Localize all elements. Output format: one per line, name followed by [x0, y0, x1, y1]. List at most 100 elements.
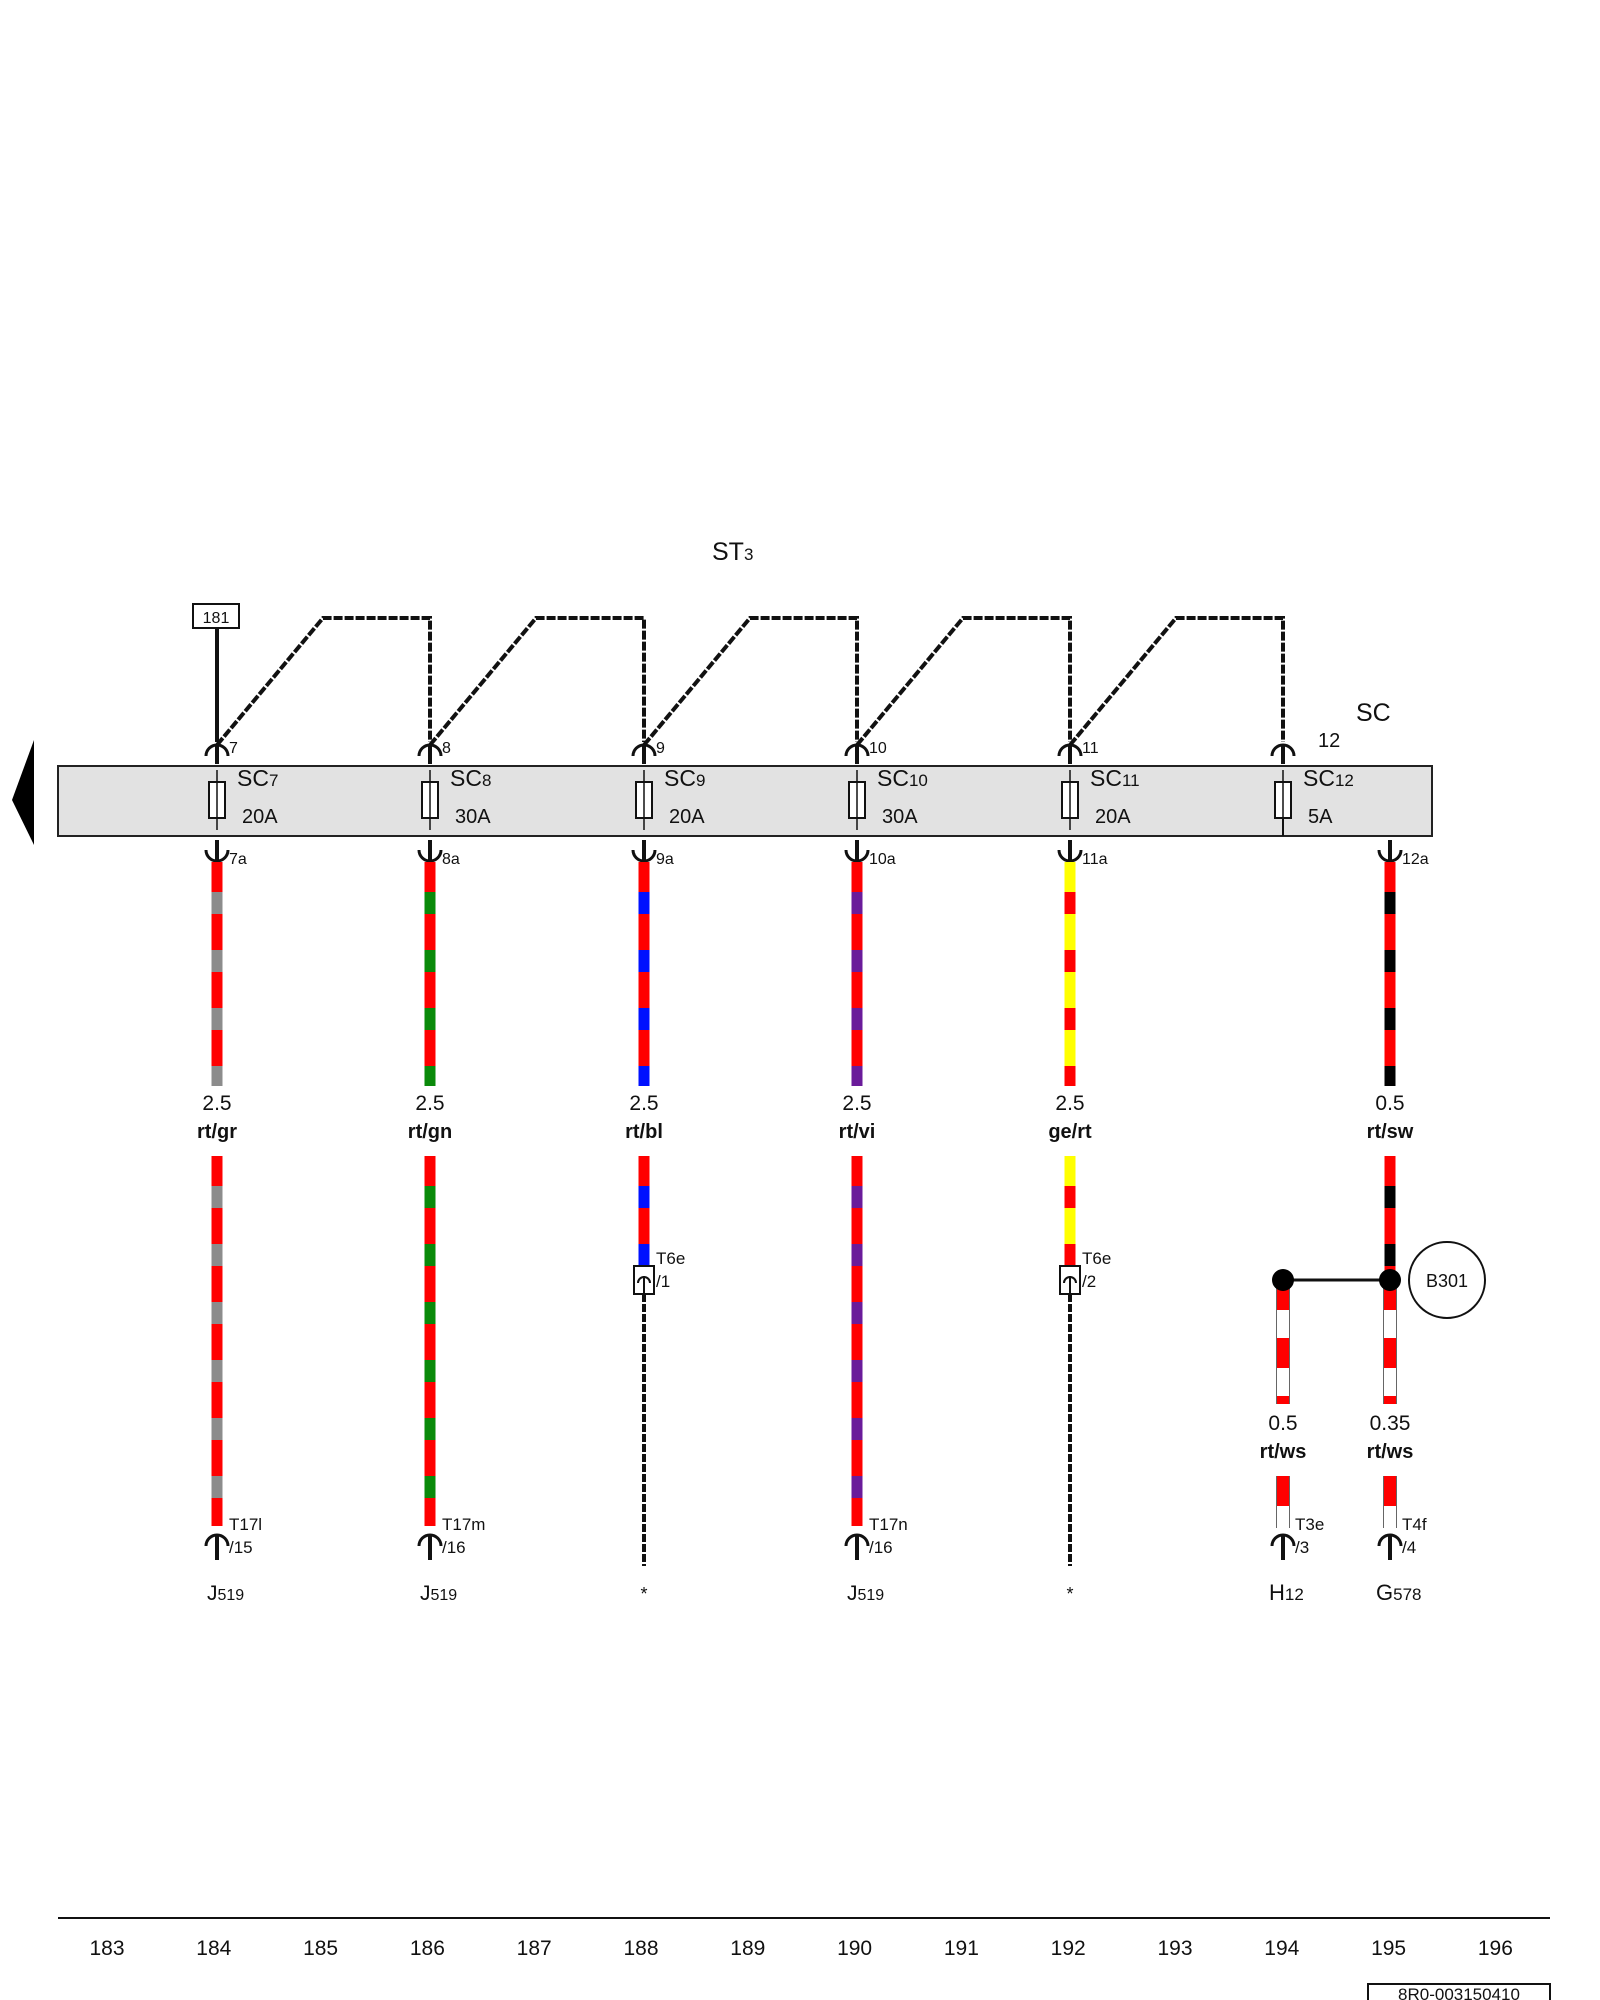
bus-bridge-3	[642, 616, 859, 747]
fuse-8-amperage: 30A	[455, 806, 491, 828]
ruler-mark-196: 196	[1478, 1937, 1513, 1960]
wire-w4-size: 2.5	[842, 1092, 871, 1115]
wire-w5-color-code: ge/rt	[1048, 1121, 1092, 1143]
branch-right-connector-pin: /4	[1402, 1538, 1416, 1557]
fuse-9-label: SC9	[664, 765, 705, 791]
wire-w4-component: J519	[847, 1582, 884, 1605]
wire-w2-connector-pin: /16	[442, 1538, 466, 1557]
splice-b301[interactable]: B301	[1408, 1241, 1486, 1319]
branch-right-terminal[interactable]	[1377, 1533, 1403, 1560]
fuse-9-amperage: 20A	[669, 806, 705, 828]
fuse-11-top-pin[interactable]	[1057, 743, 1083, 764]
ruler-mark-185: 185	[303, 1937, 338, 1960]
wire-w3-inline-connector[interactable]	[633, 1265, 655, 1295]
fuse-layer: 7SC720A8SC830A9SC920A10SC1030A11SC1120AS…	[204, 740, 1354, 836]
fuse-9-top-pin[interactable]	[631, 743, 657, 764]
fuse-8-bottom-pin[interactable]	[417, 840, 443, 863]
sc-number: 12	[1318, 730, 1340, 752]
fuse-11-bottom-pin[interactable]	[1057, 840, 1083, 863]
ruler-mark-183: 183	[89, 1937, 124, 1960]
ruler-mark-186: 186	[410, 1937, 445, 1960]
wire-w3-connector: T6e	[656, 1249, 685, 1268]
ruler-mark-193: 193	[1157, 1937, 1192, 1960]
ruler-mark-187: 187	[517, 1937, 552, 1960]
branch-left-terminal[interactable]	[1270, 1533, 1296, 1560]
fuse-8-bottom-pin-label: 8a	[442, 851, 460, 868]
branch-right-color-code: rt/ws	[1367, 1441, 1414, 1463]
wire-w6-color-code: rt/sw	[1367, 1121, 1414, 1143]
svg-text:181: 181	[203, 610, 230, 627]
svg-text:8R0-003150410: 8R0-003150410	[1398, 1985, 1520, 2000]
branch-left-size: 0.5	[1268, 1412, 1297, 1435]
bus-bridge-2	[428, 616, 646, 747]
fuse-12-bottom-pin[interactable]	[1377, 840, 1403, 863]
ruler-mark-191: 191	[944, 1937, 979, 1960]
wire-w1-size: 2.5	[202, 1092, 231, 1115]
branch-right-component: G578	[1376, 1580, 1422, 1605]
fuse-11-top-pin-label: 11	[1082, 740, 1099, 757]
fuse-12-label: SC12	[1303, 765, 1354, 791]
fuse-7-bottom-pin-label: 7a	[229, 851, 247, 868]
fuse-9-bottom-pin[interactable]	[631, 840, 657, 863]
wire-w1-component: J519	[207, 1582, 244, 1605]
wire-w4-connector: T17n	[869, 1515, 908, 1534]
branch-right-lower[interactable]	[1383, 1476, 1397, 1528]
strip-label: ST3	[712, 538, 753, 566]
document-id: 8R0-003150410	[1367, 1983, 1551, 2000]
wire-w5-connector: T6e	[1082, 1249, 1111, 1268]
fuse-8-label: SC8	[450, 765, 491, 791]
bus-bridge-1	[215, 616, 432, 747]
fuse-8-top-pin-label: 8	[442, 740, 451, 757]
fuse-10-top-pin[interactable]	[844, 743, 870, 764]
splice-b301-label: B301	[1426, 1271, 1468, 1291]
fuse-12-amperage: 5A	[1308, 806, 1333, 828]
fuse-7-amperage: 20A	[242, 806, 278, 828]
wire-w5-connector-pin: /2	[1082, 1272, 1096, 1291]
ruler-mark-188: 188	[623, 1937, 658, 1960]
branch-right-size: 0.35	[1370, 1412, 1411, 1435]
wire-w3-size: 2.5	[629, 1092, 658, 1115]
ruler-mark-194: 194	[1264, 1937, 1299, 1960]
wire-w5-size: 2.5	[1055, 1092, 1084, 1115]
fuse-11-label: SC11	[1090, 765, 1140, 791]
branch-left-upper[interactable]	[1276, 1280, 1290, 1404]
wire-w1-connector-pin: /15	[229, 1538, 253, 1557]
wire-w2-color-code: rt/gn	[408, 1121, 452, 1143]
branch-right-upper[interactable]	[1383, 1280, 1397, 1404]
branch-left-lower[interactable]	[1276, 1476, 1290, 1528]
fuse-strip	[57, 765, 1433, 837]
fuse-12-top-pin[interactable]	[1270, 743, 1296, 764]
wire-w2-terminal[interactable]	[417, 1533, 443, 1560]
fuse-7-top-pin[interactable]	[204, 743, 230, 764]
splice-node-left[interactable]	[1272, 1269, 1294, 1291]
fuse-10-amperage: 30A	[882, 806, 918, 828]
wire-w5-component: *	[1066, 1584, 1073, 1604]
fuse-9-top-pin-label: 9	[656, 740, 665, 757]
fuse-8-top-pin[interactable]	[417, 743, 443, 764]
wire-w3-component: *	[640, 1584, 647, 1604]
wire-w2-connector: T17m	[442, 1515, 485, 1534]
sc-label: SC	[1356, 699, 1391, 727]
wire-w5-inline-connector[interactable]	[1059, 1265, 1081, 1295]
ruler-mark-195: 195	[1371, 1937, 1406, 1960]
continue-left-arrow-icon[interactable]	[12, 740, 34, 845]
fuse-10-bottom-pin[interactable]	[844, 840, 870, 863]
fuse-7-label: SC7	[237, 765, 278, 791]
fuse-10-bottom-pin-label: 10a	[869, 851, 896, 868]
wire-w4-connector-pin: /16	[869, 1538, 893, 1557]
ruler-mark-192: 192	[1051, 1937, 1086, 1960]
ref-box-181[interactable]: 181	[192, 603, 240, 629]
wire-w1-terminal[interactable]	[204, 1533, 230, 1560]
fuse-10-top-pin-label: 10	[869, 740, 887, 757]
wire-w2-component: J519	[420, 1582, 457, 1605]
fuse-7-bottom-pin[interactable]	[204, 840, 230, 863]
bus-layer	[215, 616, 1285, 747]
wire-w3-connector-pin: /1	[656, 1272, 670, 1291]
splice-node-right[interactable]	[1379, 1269, 1401, 1291]
wire-w4-terminal[interactable]	[844, 1533, 870, 1560]
wire-w3-color-code: rt/bl	[625, 1121, 663, 1143]
branch-left-connector: T3e	[1295, 1515, 1324, 1534]
wire-w4-color-code: rt/vi	[839, 1121, 876, 1143]
